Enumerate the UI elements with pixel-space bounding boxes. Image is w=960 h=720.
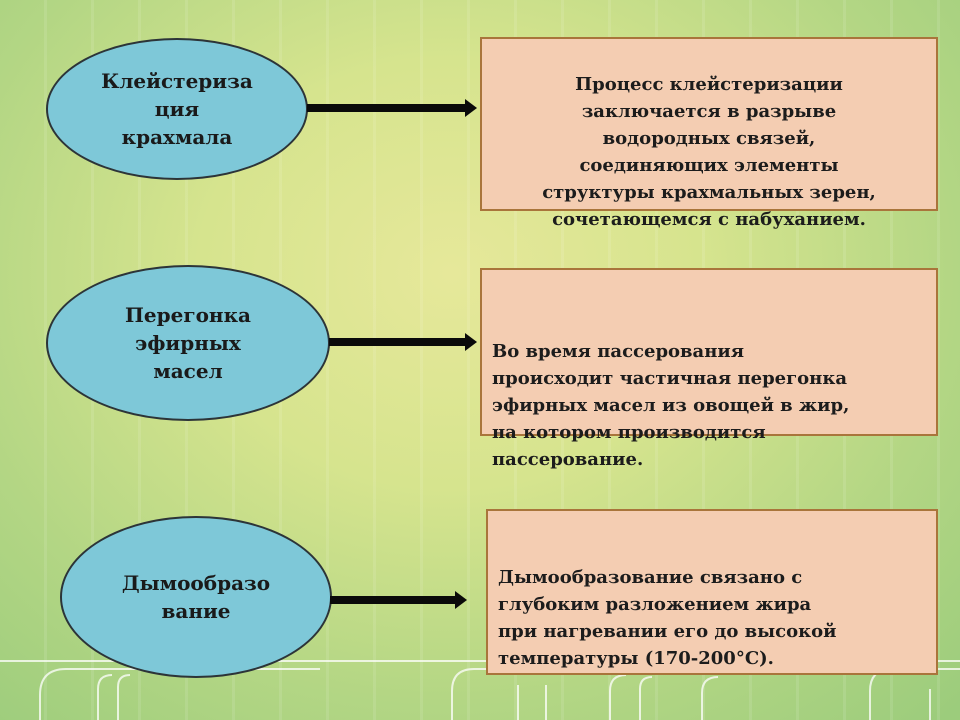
description-text-1: Процесс клейстеризации заключается в раз… bbox=[542, 74, 876, 230]
description-box-3: Дымообразование связано с глубоким разло… bbox=[486, 509, 938, 675]
term-ellipse-3: Дымообразо вание bbox=[60, 516, 332, 678]
term-label-1: Клейстериза ция крахмала bbox=[101, 69, 253, 149]
arrow-3 bbox=[330, 591, 467, 609]
term-ellipse-2: Перегонка эфирных масел bbox=[46, 265, 330, 421]
description-text-2-visible: Во время пассерования происходит частичн… bbox=[492, 341, 850, 470]
description-box-2: Дымообразование связано с глубоким разло… bbox=[480, 268, 938, 470]
description-box-1: Процесс клейстеризации заключается в раз… bbox=[480, 37, 938, 230]
term-label-3: Дымообразо вание bbox=[121, 571, 271, 623]
term-label-2: Перегонка эфирных масел bbox=[125, 303, 251, 383]
description-text-3: Дымообразование связано с глубоким разло… bbox=[498, 567, 837, 669]
term-ellipse-1: Клейстериза ция крахмала bbox=[46, 38, 308, 180]
arrow-2 bbox=[329, 333, 477, 351]
arrow-1 bbox=[307, 99, 477, 117]
